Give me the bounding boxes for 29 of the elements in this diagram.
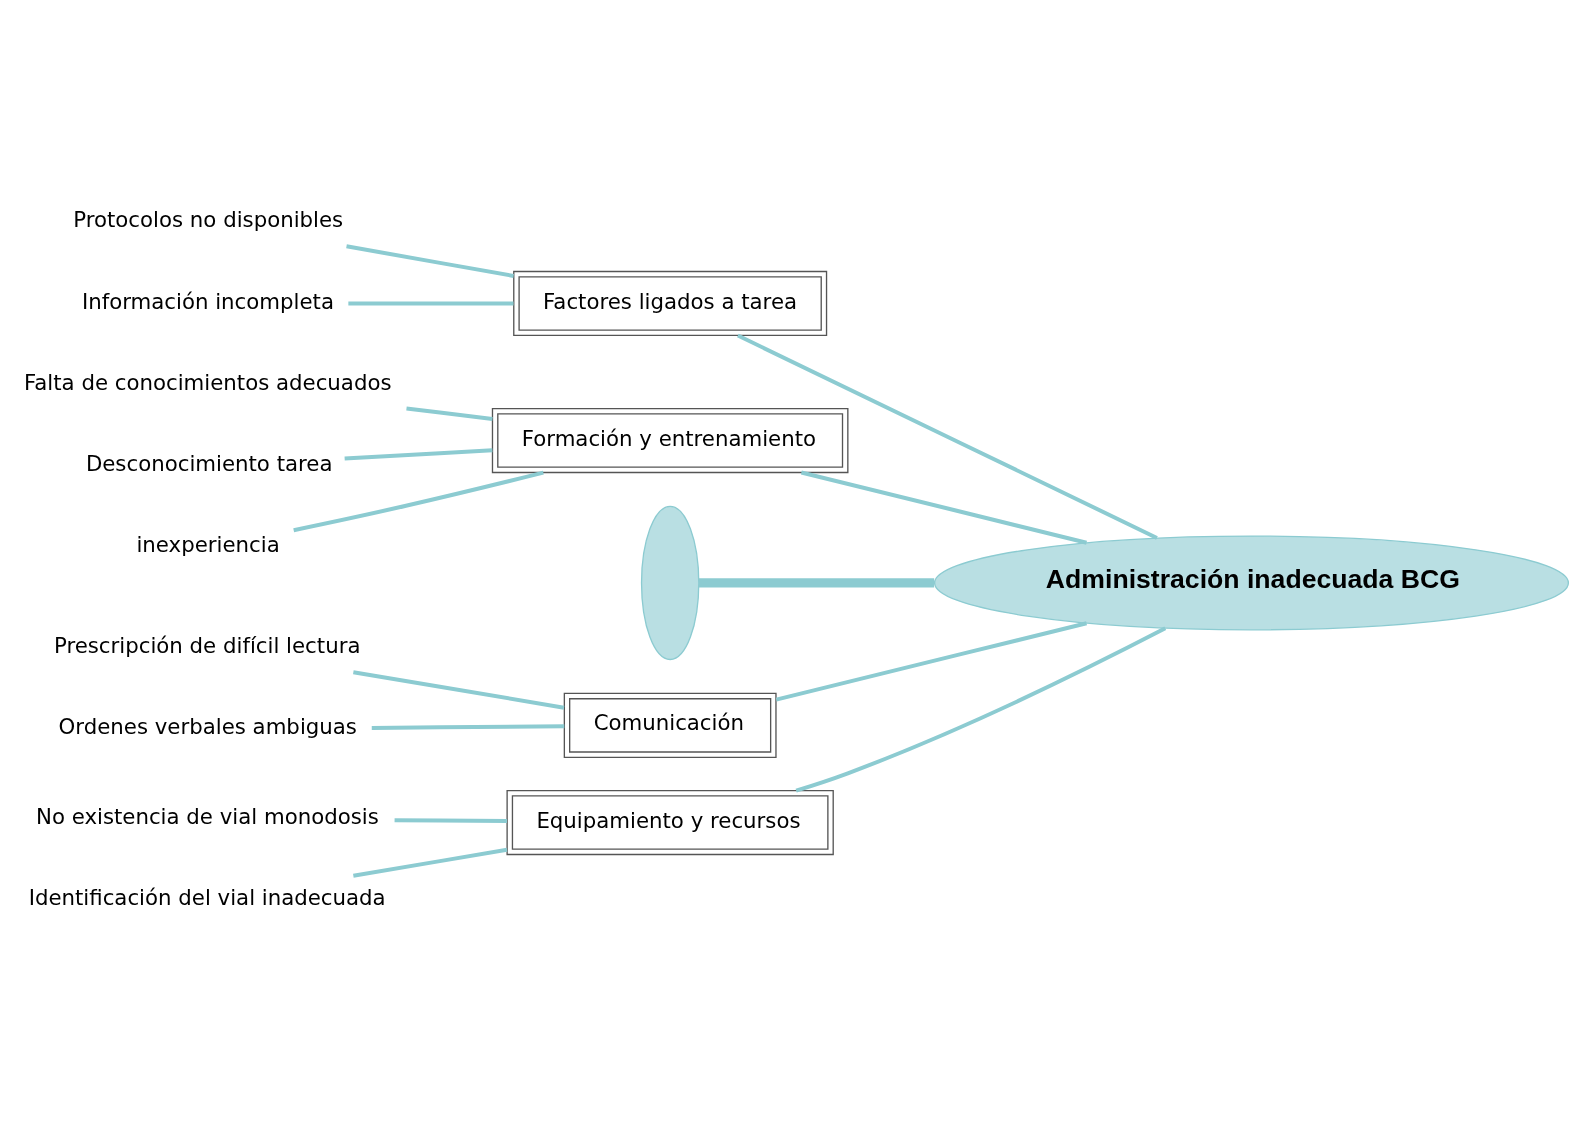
node-box: Equipamiento y recursos [506,789,834,856]
node-text: Identificación del vial inadecuada [28,884,386,910]
node-box: Formación y entrenamiento [491,407,849,474]
node-ellipse: Administración inadecuada BCG [933,535,1570,631]
connector [353,670,565,710]
connector [699,578,935,588]
node-text: Prescripción de difícil lectura [53,633,361,659]
node-text: inexperiencia [136,532,280,558]
connector [293,470,544,533]
node-text: Información incompleta [81,288,334,314]
node-text: Protocolos no disponibles [73,207,344,233]
connector [344,448,493,461]
connector [353,847,508,878]
node-box: Comunicación [563,692,777,758]
node-text: Ordenes verbales ambiguas [58,714,357,740]
connector [394,818,508,824]
connector [737,333,1158,540]
node-crescent [640,505,700,661]
node-box: Factores ligados a tarea [513,270,828,337]
connector [800,470,1087,545]
connector [795,626,1167,793]
node-text: Desconocimiento tarea [85,450,333,476]
connector [371,724,565,730]
node-text: No existencia de vial monodosis [35,803,379,829]
connector [346,244,514,278]
connector [348,301,514,306]
connector [406,406,493,421]
connector [775,621,1087,702]
node-text: Falta de conocimientos adecuados [24,369,392,395]
